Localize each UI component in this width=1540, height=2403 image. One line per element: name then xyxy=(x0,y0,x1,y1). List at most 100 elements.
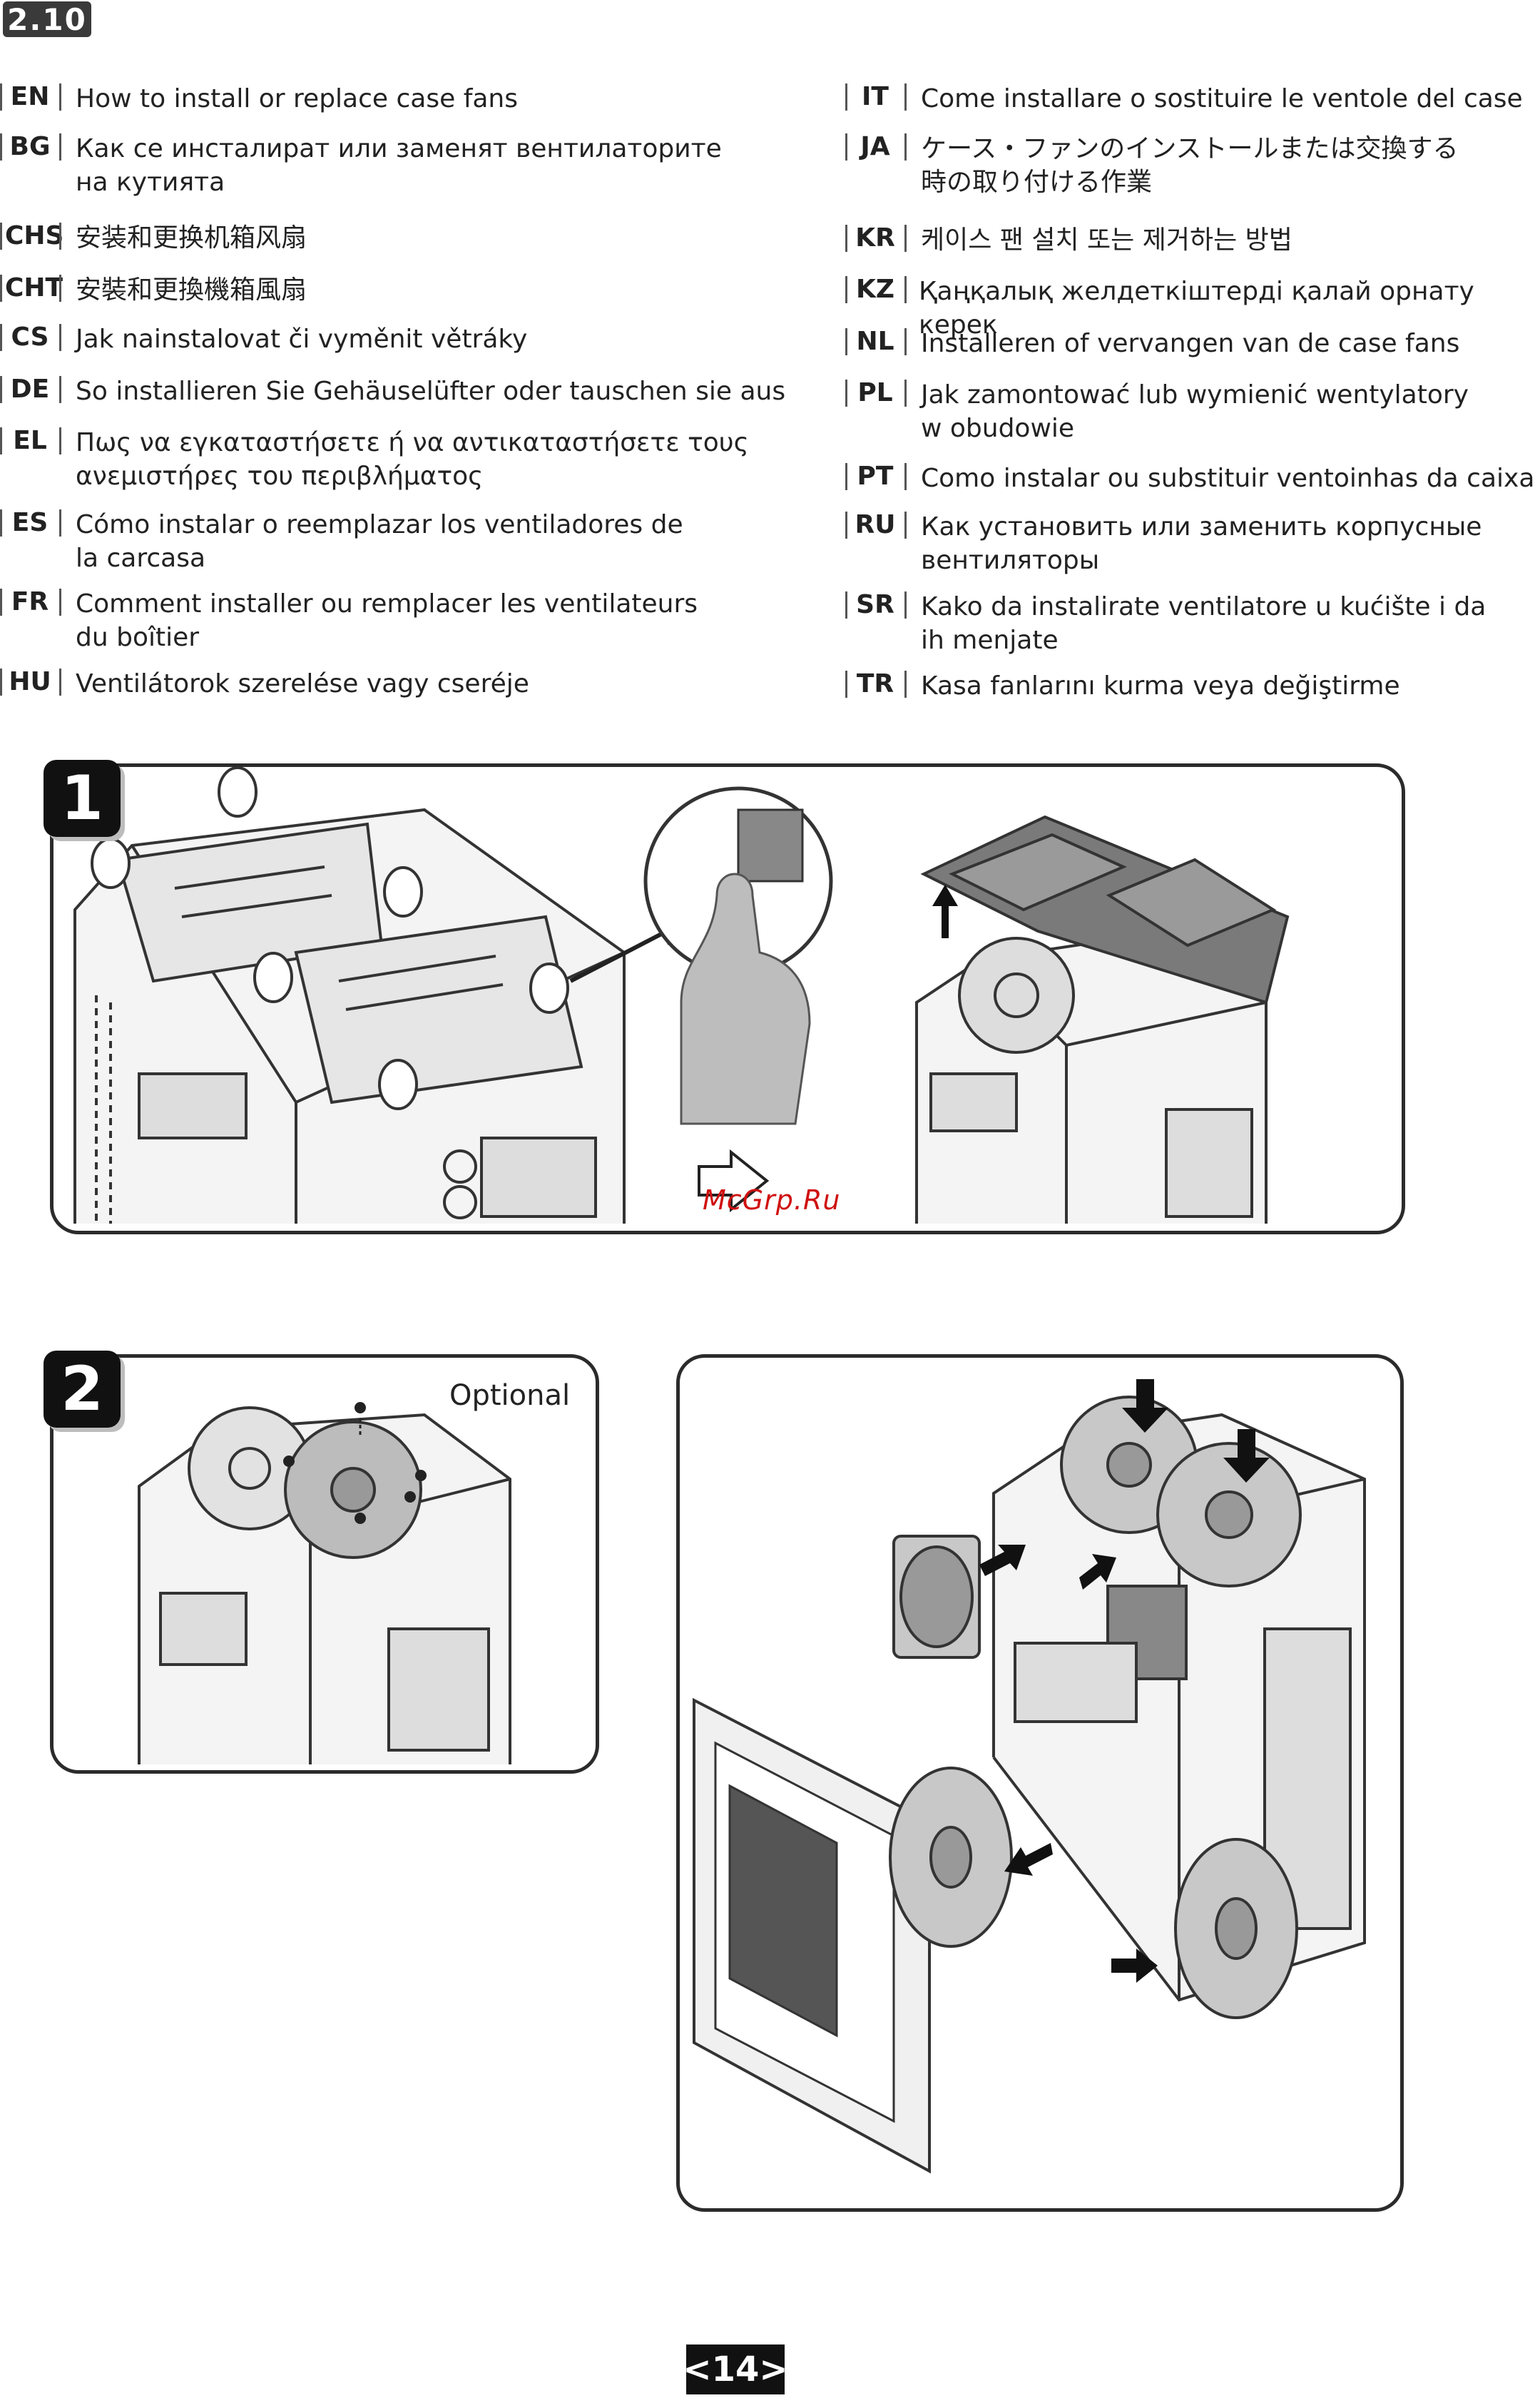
language-title-row: HU Ventilátorok szerelése vagy cseréje xyxy=(0,667,529,701)
language-code-text: NL xyxy=(856,327,894,356)
language-code-text: IT xyxy=(862,82,889,111)
language-title-row: FR Comment installer ou remplacer les ven… xyxy=(0,587,698,654)
divider-bar xyxy=(845,511,847,539)
language-code-text: HU xyxy=(9,667,51,696)
language-code-text: ES xyxy=(11,508,49,537)
step-2-illustration xyxy=(138,1402,511,1764)
language-title-row: KZ Қаңқалық желдеткіштерді қалай орнату к… xyxy=(845,275,1540,342)
language-code-text: KR xyxy=(855,223,895,253)
language-code: IT xyxy=(845,82,911,111)
language-title-text: Jak nainstalovat či vyměnit větráky xyxy=(76,325,528,354)
language-title-text: Comment installer ou remplacer les venti… xyxy=(76,589,698,652)
language-code: TR xyxy=(845,669,911,698)
language-code: FR xyxy=(0,587,66,616)
language-code: CS xyxy=(0,322,66,352)
divider-bar xyxy=(59,83,61,111)
language-title-text: Como instalar ou substituir ventoinhas d… xyxy=(921,464,1535,493)
optional-label: Optional xyxy=(449,1379,571,1412)
divider-bar xyxy=(59,375,61,403)
divider-bar xyxy=(845,275,847,303)
divider-bar xyxy=(0,509,2,537)
language-code-text: CHS xyxy=(5,221,64,250)
divider-bar xyxy=(59,509,61,537)
divider-bar xyxy=(59,588,61,616)
divider-bar xyxy=(845,670,847,698)
language-code-text: SR xyxy=(856,590,894,619)
language-title-text: Πως να εγκαταστήσετε ή να αντικαταστήσετ… xyxy=(76,428,749,491)
section-number-tag: 2.10 xyxy=(3,1,91,37)
divider-bar xyxy=(904,224,907,252)
divider-bar xyxy=(845,327,847,355)
language-code-text: CS xyxy=(11,322,49,352)
language-code-text: PT xyxy=(857,462,894,491)
page-number: <14> xyxy=(683,2344,788,2394)
language-code: SR xyxy=(845,590,911,619)
divider-bar xyxy=(845,83,847,111)
divider-bar xyxy=(59,323,61,351)
language-title-text: Как се инсталират или заменят вентилатор… xyxy=(76,134,722,197)
language-code: NL xyxy=(845,327,911,356)
language-code-text: KZ xyxy=(856,275,894,304)
divider-bar xyxy=(59,133,61,161)
language-code-text: FR xyxy=(11,587,49,616)
language-title-row: DE So installieren Sie Gehäuselüfter oder… xyxy=(0,375,785,408)
language-code-text: TR xyxy=(856,669,894,698)
language-code-text: DE xyxy=(10,375,50,404)
language-code-text: JA xyxy=(860,132,890,161)
language-code-text: BG xyxy=(9,132,51,161)
language-code: EN xyxy=(0,82,66,111)
language-title-text: Қаңқалық желдеткіштерді қалай орнату кер… xyxy=(918,277,1474,340)
language-title-text: Jak zamontować lub wymienić wentylatory … xyxy=(921,380,1469,443)
divider-bar xyxy=(845,133,847,161)
fan-locations-illustration xyxy=(693,1379,1366,2174)
language-title-text: Come installare o sostituire le ventole … xyxy=(921,84,1523,113)
divider-bar xyxy=(845,224,847,252)
language-title-row: CHS 安装和更换机箱风扇 xyxy=(0,221,307,255)
divider-bar xyxy=(0,133,2,161)
language-title-row: PT Como instalar ou substituir ventoinhas… xyxy=(845,462,1534,495)
divider-bar xyxy=(904,462,907,490)
language-code-text: CHT xyxy=(5,273,63,303)
language-title-row: CS Jak nainstalovat či vyměnit větráky xyxy=(0,322,527,356)
language-title-text: Как установить или заменить корпусные ве… xyxy=(921,512,1482,575)
divider-bar xyxy=(904,327,907,355)
divider-bar xyxy=(0,375,2,403)
language-title-text: Kako da instalirate ventilatore u kućišt… xyxy=(921,592,1487,655)
language-title-row: RU Как установить или заменить корпусные … xyxy=(845,510,1482,577)
language-code-text: EL xyxy=(13,426,47,455)
divider-bar xyxy=(904,591,907,619)
watermark-text: McGrp.Ru xyxy=(703,1184,841,1216)
language-code: ES xyxy=(0,508,66,537)
step-2-badge: 2 xyxy=(44,1351,121,1428)
divider-bar xyxy=(0,83,2,111)
language-code-text: EN xyxy=(10,82,50,111)
step-1-panel: 1 McGrp.Ru xyxy=(44,760,1405,1234)
divider-bar xyxy=(0,222,2,250)
language-code: KR xyxy=(845,223,911,253)
language-title-text: 安裝和更換機箱風扇 xyxy=(76,275,307,305)
step-2-panel: 2 Optional xyxy=(44,1351,599,1774)
language-code: EL xyxy=(0,426,66,455)
language-title-text: 安装和更换机箱风扇 xyxy=(76,223,307,253)
language-code: CHT xyxy=(0,273,66,303)
language-code: HU xyxy=(0,667,66,696)
language-title-row: TR Kasa fanlarını kurma veya değiştirme xyxy=(845,669,1400,703)
step-2-fan-locations-panel xyxy=(676,1354,1404,2212)
language-title-text: So installieren Sie Gehäuselüfter oder t… xyxy=(76,377,786,406)
language-title-row: IT Come installare o sostituire le ventol… xyxy=(845,82,1523,116)
divider-bar xyxy=(904,133,907,161)
language-title-row: SR Kako da instalirate ventilatore u kući… xyxy=(845,590,1486,657)
divider-bar xyxy=(59,274,61,302)
language-title-text: ケース・ファンのインストールまたは交換する 時の取り付ける作業 xyxy=(921,134,1459,197)
language-title-row: EL Πως να εγκαταστήσετε ή να αντικαταστήσ… xyxy=(0,426,749,493)
language-title-text: Ventilátorok szerelése vagy cseréje xyxy=(76,669,529,698)
language-code: JA xyxy=(845,132,911,161)
language-code-text: RU xyxy=(855,510,896,539)
language-code: DE xyxy=(0,375,66,404)
language-title-text: Kasa fanlarını kurma veya değiştirme xyxy=(921,671,1400,701)
language-title-row: JA ケース・ファンのインストールまたは交換する 時の取り付ける作業 xyxy=(845,132,1458,199)
divider-bar xyxy=(904,511,907,539)
